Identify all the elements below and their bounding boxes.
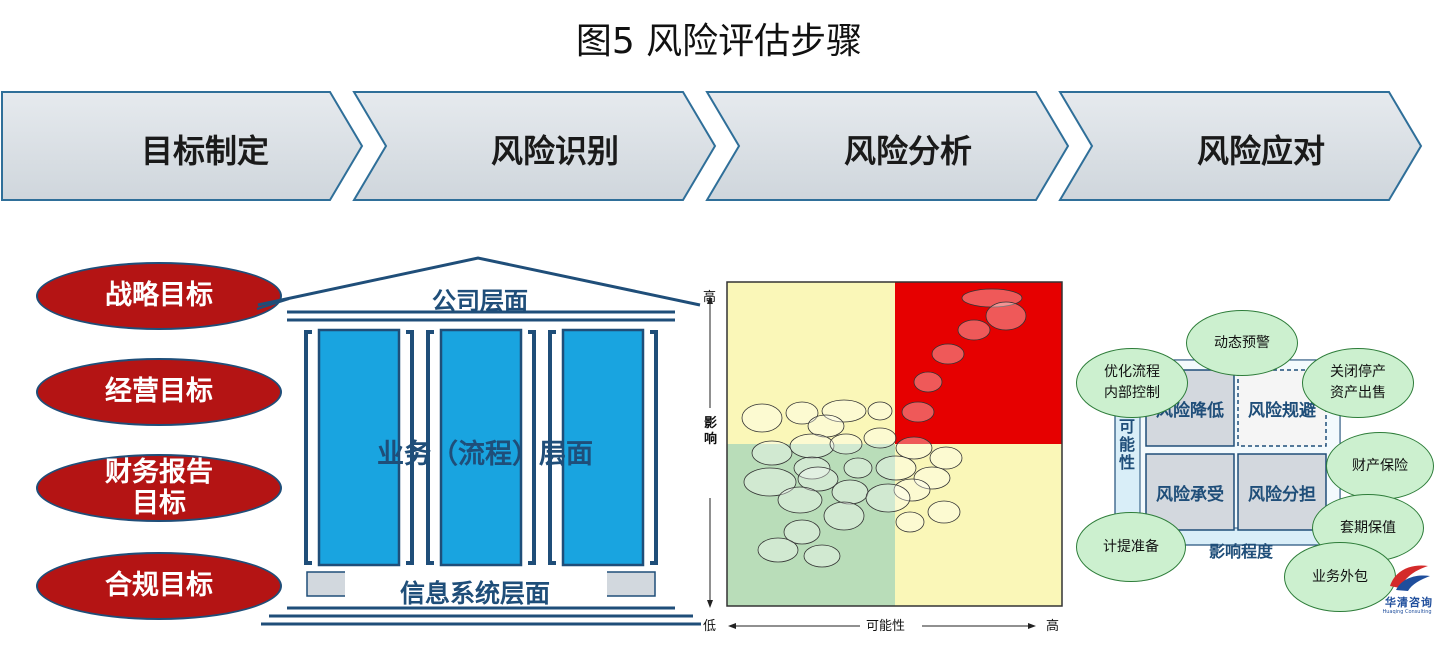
step-chevron-4 [1058, 91, 1423, 201]
objective-financial-reporting: 财务报告 目标 [36, 454, 282, 522]
logo-name: 华清咨询 [1385, 596, 1433, 609]
response-accept: 风险承受 [1156, 484, 1224, 505]
objective-compliance: 合规目标 [36, 552, 282, 620]
heatmap-x-axis-label: 可能性 [866, 619, 906, 634]
company-logo-icon [1390, 565, 1430, 591]
heatmap-x-high: 高 [1046, 619, 1060, 634]
step-chevron-1 [1, 91, 364, 201]
step-label-3: 风险分析 [843, 132, 972, 170]
info-system-level-label: 信息系统层面 [399, 579, 550, 608]
company-level-label: 公司层面 [432, 287, 528, 315]
risk-heatmap [707, 281, 1063, 629]
step-chevron-3 [705, 91, 1070, 201]
bubble-outsourcing: 业务外包 [1284, 542, 1396, 612]
heatmap-quadrant-bottom-right [895, 444, 1062, 606]
objective-strategic: 战略目标 [36, 262, 282, 330]
bubble-provision: 计提准备 [1076, 512, 1186, 582]
response-y-axis-label: 可能性 [1119, 417, 1136, 472]
heatmap-y-low: 低 [703, 619, 717, 634]
heatmap-quadrant-top-left [727, 282, 895, 444]
objective-operations: 经营目标 [36, 358, 282, 426]
bubble-optimize-process: 优化流程 内部控制 [1076, 348, 1188, 418]
bubble-shutdown-sale: 关闭停产 资产出售 [1302, 348, 1414, 418]
step-label-2: 风险识别 [490, 132, 619, 170]
business-process-level-label: 业务（流程）层面 [377, 439, 593, 470]
page-title: 图5 风险评估步骤 [575, 21, 863, 62]
response-avoid: 风险规避 [1248, 400, 1316, 421]
risk-bubbles [741, 288, 1027, 568]
response-x-axis-label: 影响程度 [1208, 542, 1273, 561]
step-label-4: 风险应对 [1196, 132, 1325, 170]
bubble-dynamic-warning: 动态预警 [1186, 310, 1298, 376]
connector-line [256, 298, 290, 310]
heatmap-y-axis-label: 影响 [704, 416, 718, 447]
heatmap-quadrant-top-right [895, 282, 1062, 444]
logo-subtitle: Huaqing Consulting [1382, 609, 1432, 615]
response-share: 风险分担 [1248, 484, 1316, 505]
step-chevrons [1, 91, 1423, 201]
heatmap-quadrant-bottom-left [727, 444, 895, 606]
building-diagram [257, 256, 701, 626]
bubble-property-insurance: 财产保险 [1326, 432, 1434, 500]
step-label-1: 目标制定 [140, 132, 269, 170]
step-chevron-2 [352, 91, 717, 201]
